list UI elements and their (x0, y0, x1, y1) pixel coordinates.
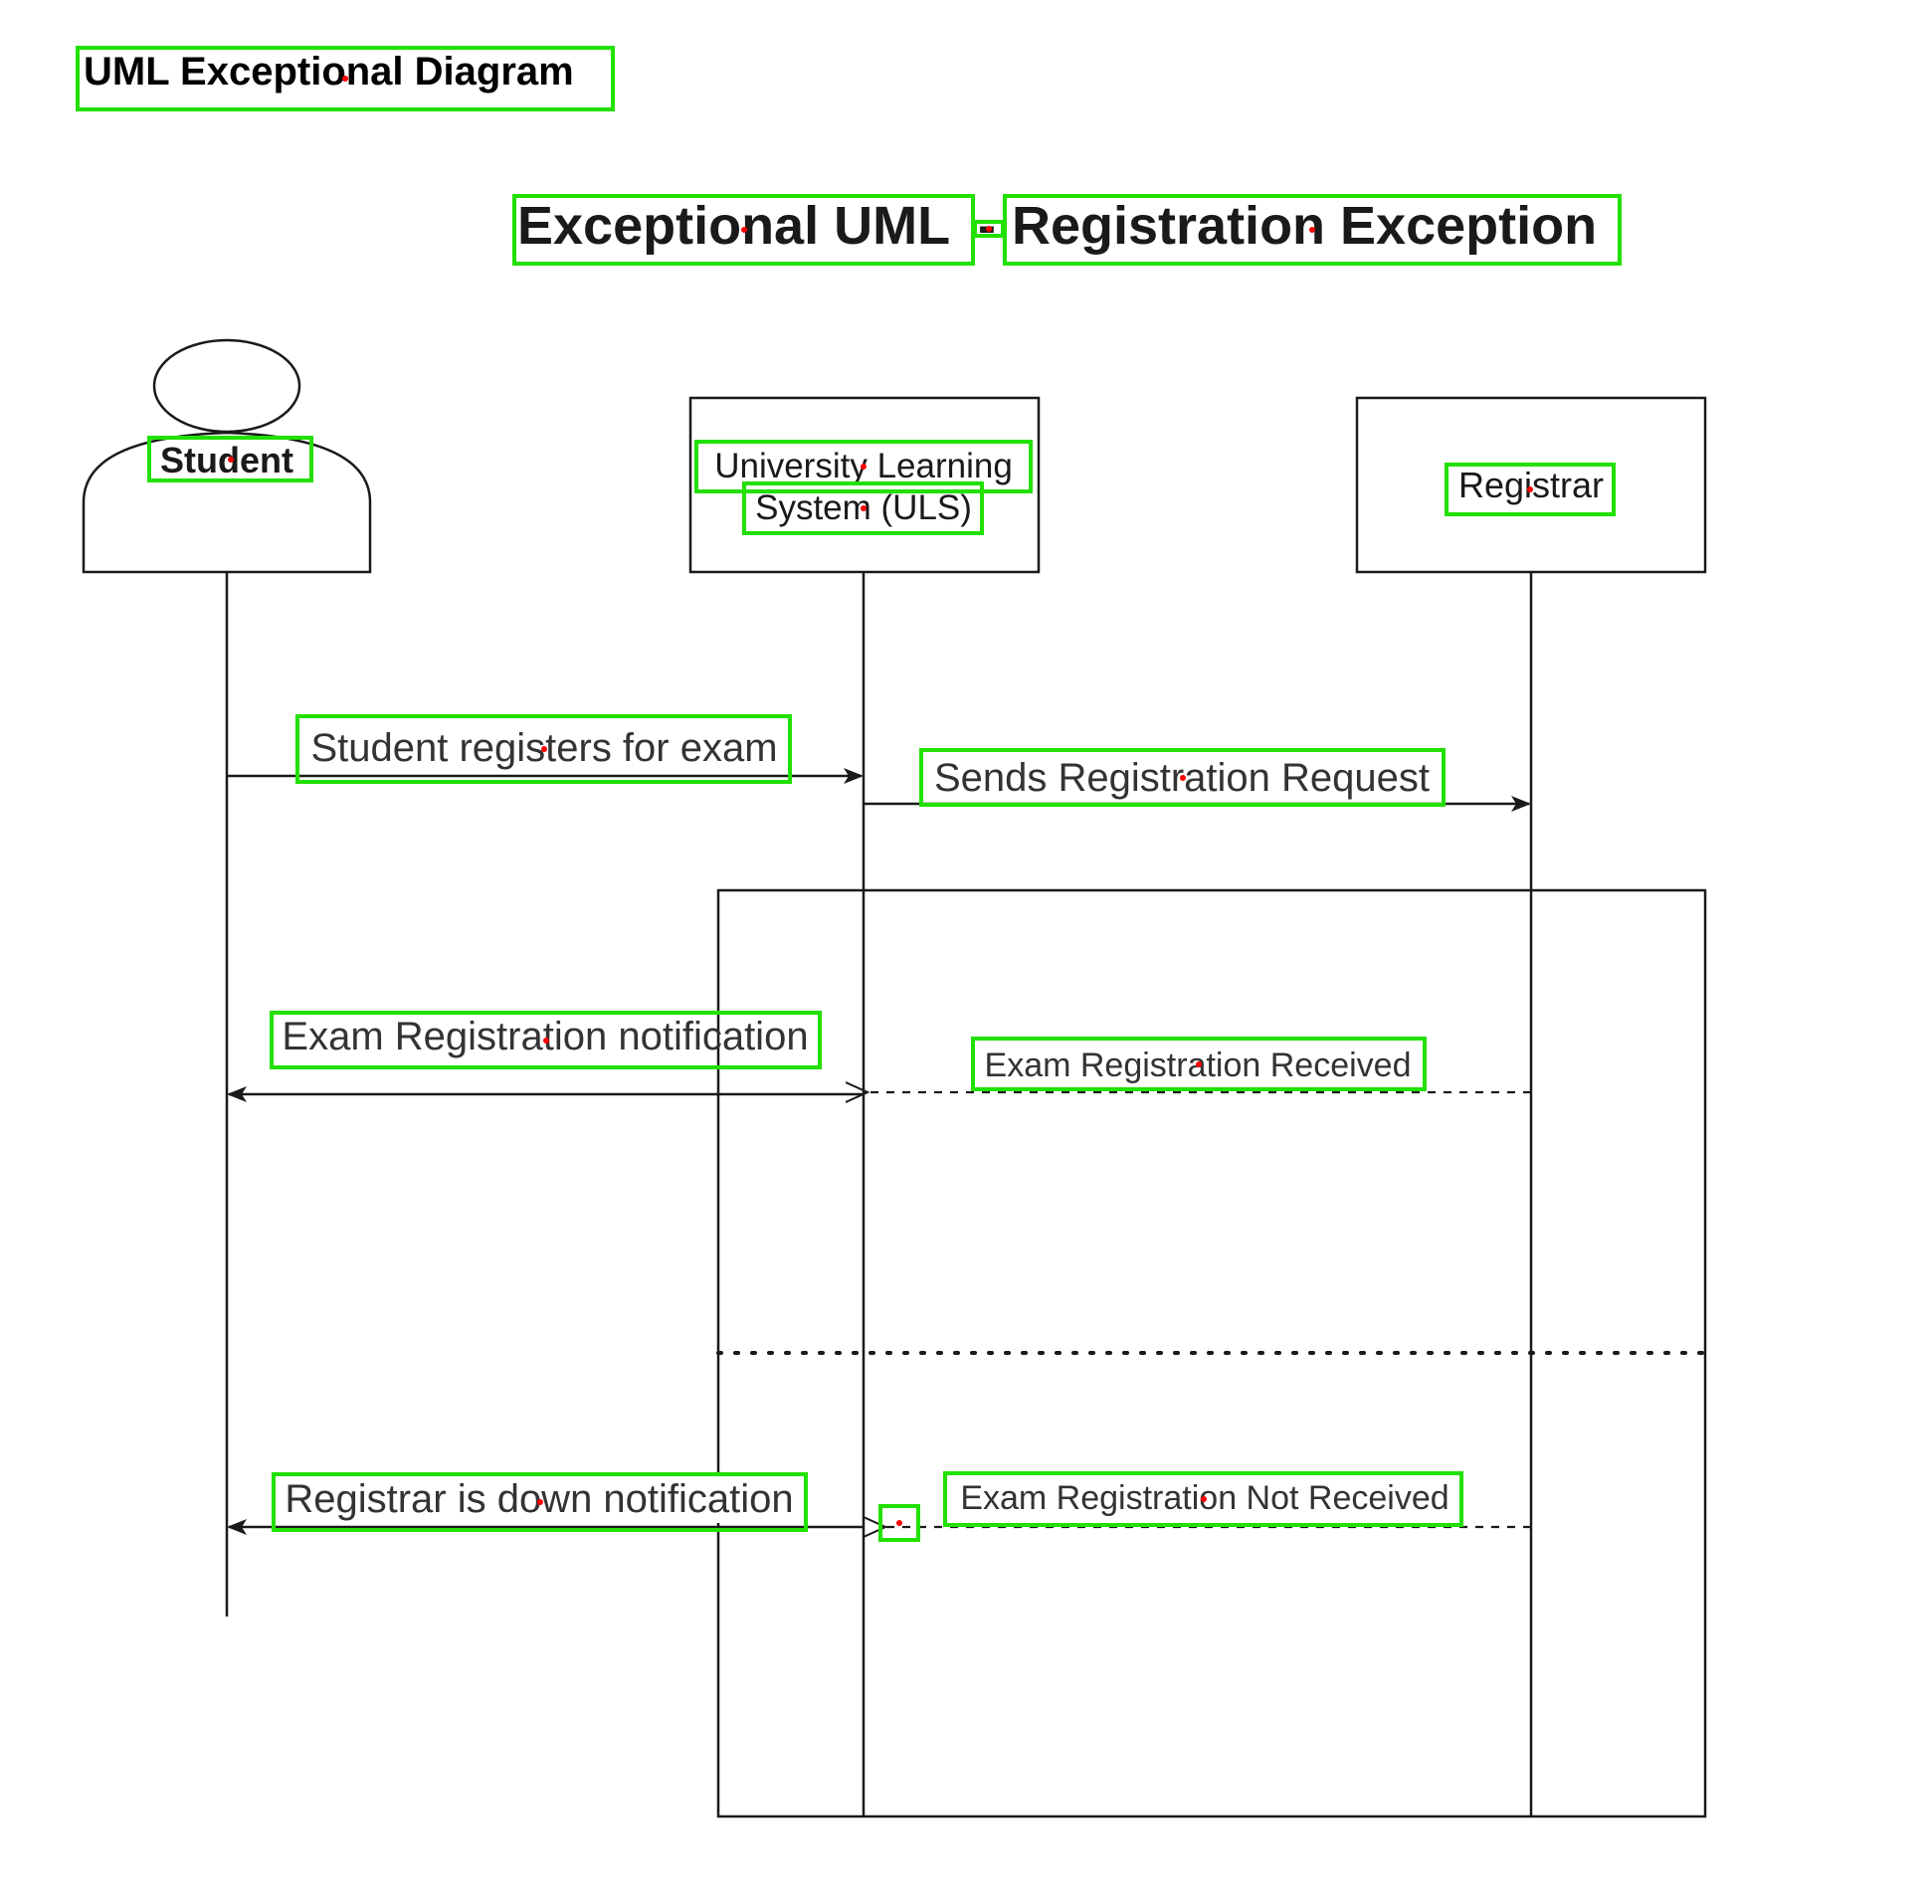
message-label-5: Exam Registration Not Received (960, 1479, 1449, 1517)
document-title: UML Exceptional Diagram (84, 50, 574, 94)
actor-student-body (82, 431, 372, 574)
actor-student-head (152, 338, 301, 434)
message-label-1: Student registers for exam (310, 726, 777, 770)
message-label-2: Sends Registration Request (934, 756, 1430, 800)
diagram-heading-right: Registration Exception (1012, 196, 1597, 256)
message-label-4: Exam Registration notification (282, 1015, 808, 1058)
diagram-heading-left: Exceptional UML (517, 196, 950, 256)
actor-registrar-label: Registrar (1458, 465, 1604, 505)
message-label-3: Exam Registration Received (985, 1047, 1412, 1084)
actor-registrar: Registrar (1355, 396, 1707, 574)
actor-uls: University Learning System (ULS) (688, 396, 1041, 574)
message-label-6: Registrar is down notification (285, 1477, 793, 1521)
actor-uls-label-line1: University Learning (714, 447, 1013, 485)
actor-student: Student (82, 338, 372, 574)
diagram-heading-separator: - (978, 196, 996, 256)
actor-uls-label-line2: System (ULS) (755, 488, 972, 527)
actor-student-label: Student (160, 440, 293, 480)
